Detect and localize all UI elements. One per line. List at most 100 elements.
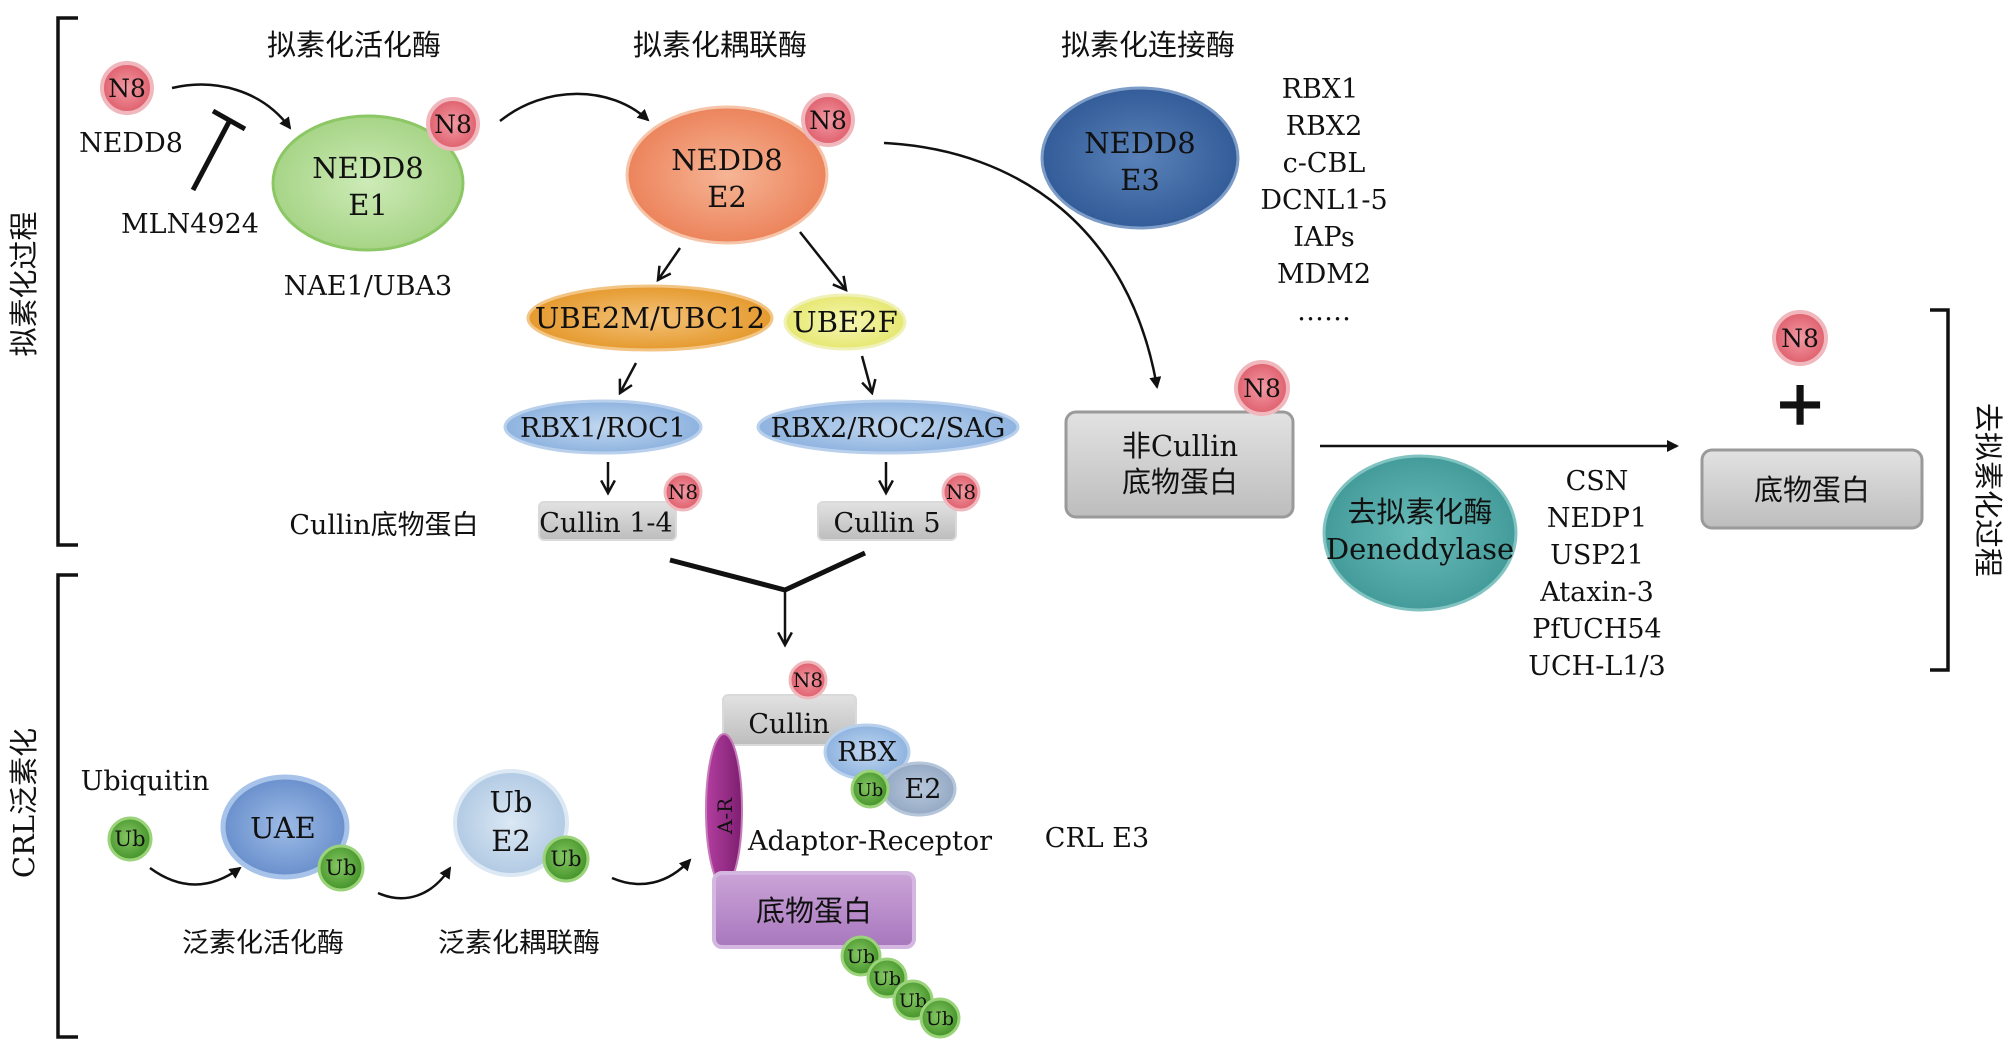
adaptor-receptor-label: Adaptor-Receptor bbox=[747, 826, 992, 857]
arrow-ub-to-uae bbox=[149, 866, 242, 886]
ligase-label: 拟素化连接酶 bbox=[1061, 28, 1235, 62]
svg-text:N8: N8 bbox=[1781, 324, 1819, 353]
deneddylase-list-item: Ataxin-3 bbox=[1539, 577, 1654, 608]
nedd8-n8: N8 bbox=[100, 61, 154, 115]
nedd8-e3-node: NEDD8 E3 bbox=[1040, 86, 1240, 230]
ub-activating-label: 泛素化活化酶 bbox=[182, 928, 344, 959]
svg-text:E2: E2 bbox=[905, 774, 942, 805]
cullin-5-n8: N8 bbox=[941, 472, 981, 512]
deneddylation-bracket bbox=[1930, 308, 1950, 672]
cullin-1-4-n8: N8 bbox=[663, 472, 703, 512]
e3-list: RBX1 RBX2 c-CBL DCNL1-5 IAPs MDM2 …… bbox=[1260, 74, 1387, 327]
deneddylase-node: 去拟素化酶 Deneddylase bbox=[1322, 454, 1518, 612]
crl-e3-label: CRL E3 bbox=[1045, 823, 1149, 854]
svg-text:Cullin 5: Cullin 5 bbox=[833, 508, 940, 539]
svg-text:RBX: RBX bbox=[837, 737, 897, 768]
nedd8-e1-node: NEDD8 E1 bbox=[271, 114, 465, 252]
merge-lines bbox=[669, 550, 867, 593]
non-cullin-n8: N8 bbox=[1234, 360, 1290, 416]
e3-list-item: RBX2 bbox=[1286, 111, 1363, 142]
e3-list-item: …… bbox=[1297, 296, 1351, 327]
deneddylation-process-label: 去拟素化过程 bbox=[1971, 403, 2005, 577]
conjugating-enzyme-label: 拟素化耦联酶 bbox=[633, 28, 807, 62]
svg-text:Ub: Ub bbox=[847, 946, 875, 968]
cullin-1-4-box: Cullin 1-4 bbox=[538, 501, 677, 541]
crl-e2-node: E2 bbox=[881, 761, 957, 817]
cullin-5-box: Cullin 5 bbox=[817, 501, 957, 541]
uae-ub: Ub bbox=[317, 844, 365, 892]
deneddylase-list: CSN NEDP1 USP21 Ataxin-3 PfUCH54 UCH-L1/… bbox=[1528, 466, 1665, 682]
deneddylase-list-item: CSN bbox=[1566, 466, 1629, 497]
svg-text:UBE2M/UBC12: UBE2M/UBC12 bbox=[535, 301, 765, 335]
svg-text:Ub: Ub bbox=[489, 785, 532, 819]
arrow-e2-to-ube2f bbox=[799, 231, 846, 290]
svg-text:非Cullin: 非Cullin bbox=[1122, 429, 1238, 463]
crl-ubiquitination-label: CRL泛素化 bbox=[7, 728, 41, 878]
svg-text:N8: N8 bbox=[1243, 374, 1281, 403]
svg-text:E1: E1 bbox=[348, 188, 388, 222]
crl-rbx-node: RBX bbox=[823, 723, 911, 781]
arrow-ube2f-to-rbx2 bbox=[860, 355, 872, 393]
rbx2-roc2-sag-node: RBX2/ROC2/SAG bbox=[756, 399, 1020, 455]
poly-ub: Ub bbox=[919, 997, 961, 1039]
e3-list-item: DCNL1-5 bbox=[1260, 185, 1387, 216]
arrow-e2-to-crl bbox=[611, 858, 692, 886]
svg-text:N8: N8 bbox=[668, 480, 698, 504]
released-n8: N8 bbox=[1772, 310, 1828, 366]
cullin-substrate-label: Cullin底物蛋白 bbox=[289, 510, 478, 541]
svg-text:去拟素化酶: 去拟素化酶 bbox=[1347, 495, 1492, 529]
svg-text:N8: N8 bbox=[434, 110, 472, 139]
crl-substrate-box: 底物蛋白 bbox=[712, 871, 916, 949]
svg-text:底物蛋白: 底物蛋白 bbox=[756, 894, 872, 928]
deneddylase-list-item: UCH-L1/3 bbox=[1528, 651, 1665, 682]
e3-list-item: RBX1 bbox=[1282, 74, 1359, 105]
svg-text:底物蛋白: 底物蛋白 bbox=[1122, 465, 1238, 499]
svg-text:UAE: UAE bbox=[250, 811, 316, 845]
deneddylase-list-item: USP21 bbox=[1550, 540, 1644, 571]
svg-text:Ub: Ub bbox=[857, 780, 884, 801]
ubiquitin-label: Ubiquitin bbox=[81, 766, 210, 797]
svg-text:Deneddylase: Deneddylase bbox=[1326, 532, 1514, 566]
nae1-uba3-label: NAE1/UBA3 bbox=[284, 271, 452, 302]
ub-conjugating-label: 泛素化耦联酶 bbox=[438, 928, 600, 959]
e2-n8: N8 bbox=[801, 93, 855, 147]
ub-e2-node: Ub E2 bbox=[453, 769, 569, 877]
svg-text:E3: E3 bbox=[1120, 163, 1160, 197]
ube2m-node: UBE2M/UBC12 bbox=[526, 284, 774, 352]
neddylation-process-label: 拟素化过程 bbox=[7, 211, 41, 356]
svg-text:UBE2F: UBE2F bbox=[792, 305, 898, 339]
svg-text:N8: N8 bbox=[793, 668, 823, 692]
ube2f-node: UBE2F bbox=[783, 293, 907, 351]
svg-text:N8: N8 bbox=[946, 480, 976, 504]
svg-text:Cullin 1-4: Cullin 1-4 bbox=[539, 508, 672, 539]
released-substrate-box: 底物蛋白 bbox=[1700, 448, 1924, 530]
svg-text:A-R: A-R bbox=[713, 797, 737, 835]
svg-text:NEDD8: NEDD8 bbox=[671, 143, 783, 177]
polyubiquitin-chain: Ub Ub Ub Ub bbox=[840, 935, 961, 1039]
svg-text:Ub: Ub bbox=[550, 847, 581, 871]
neddylation-bracket bbox=[56, 16, 78, 547]
crl-cullin-box: Cullin bbox=[722, 694, 857, 746]
mln4924-inhibition-bar bbox=[211, 108, 247, 132]
e3-list-item: MDM2 bbox=[1277, 259, 1371, 290]
arrow-e2-to-ube2m bbox=[658, 247, 682, 280]
crl-n8: N8 bbox=[788, 660, 828, 700]
e3-list-item: c-CBL bbox=[1283, 148, 1366, 179]
activating-enzyme-label: 拟素化活化酶 bbox=[267, 28, 441, 62]
svg-text:Ub: Ub bbox=[899, 990, 927, 1012]
deneddylase-list-item: PfUCH54 bbox=[1532, 614, 1661, 645]
svg-text:Cullin: Cullin bbox=[748, 709, 829, 740]
svg-text:RBX1/ROC1: RBX1/ROC1 bbox=[520, 413, 686, 444]
svg-text:NEDD8: NEDD8 bbox=[312, 151, 424, 185]
crl-bracket bbox=[56, 573, 78, 1039]
svg-text:底物蛋白: 底物蛋白 bbox=[1754, 473, 1870, 507]
nedd8-e2-node: NEDD8 E2 bbox=[625, 105, 829, 245]
poly-ub: Ub bbox=[866, 957, 908, 999]
svg-text:Ub: Ub bbox=[325, 856, 356, 880]
svg-text:N8: N8 bbox=[809, 106, 847, 135]
arrow-nedd8-to-e1 bbox=[171, 83, 292, 130]
svg-text:Ub: Ub bbox=[926, 1008, 954, 1030]
mln4924-label: MLN4924 bbox=[121, 209, 259, 240]
svg-text:Ub: Ub bbox=[873, 968, 901, 990]
